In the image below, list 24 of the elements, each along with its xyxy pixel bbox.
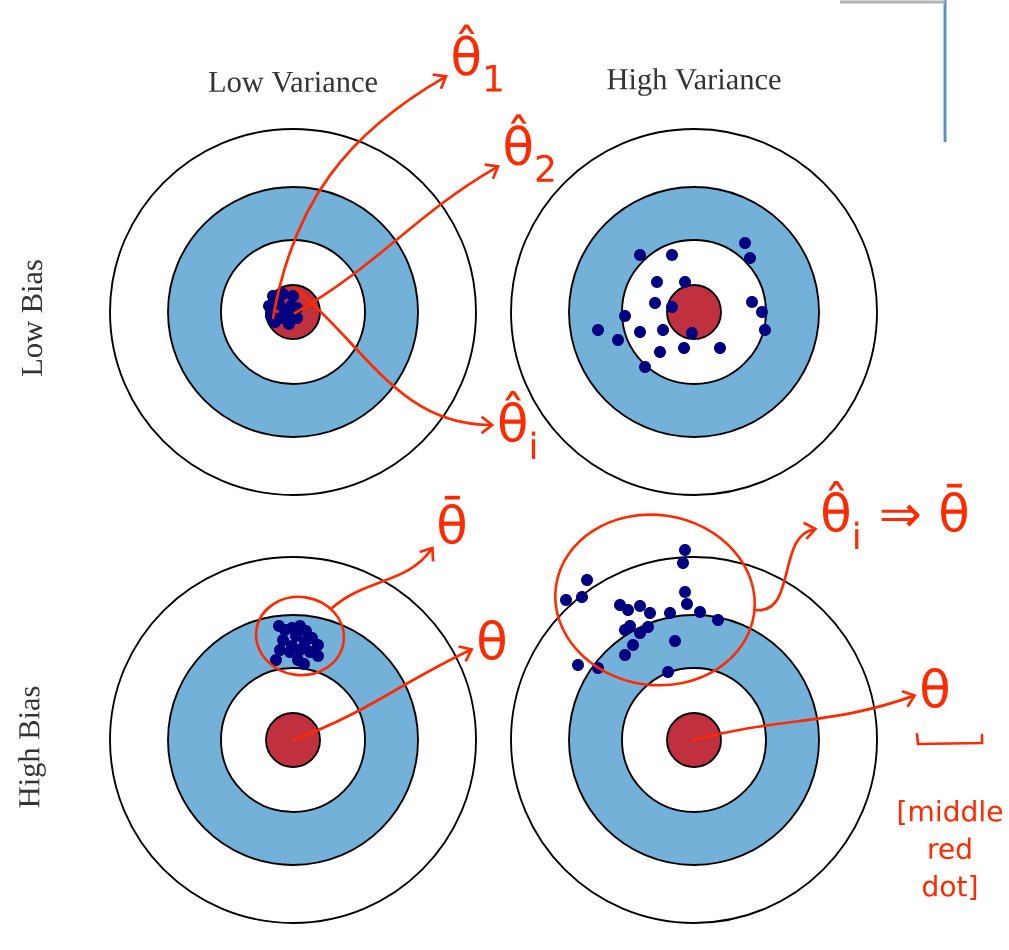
heading-text: High Variance <box>607 68 781 96</box>
arrow <box>293 163 500 315</box>
annotation-text: θ̂$_{i}$ ⇒ θ̄ <box>823 481 967 549</box>
circled-cluster <box>254 595 346 677</box>
bullseye-dot <box>666 712 722 768</box>
arrow <box>291 645 474 742</box>
heading-text: Low Bias <box>21 260 43 376</box>
arrow <box>293 286 495 435</box>
bullseye-dot <box>265 712 321 768</box>
heading-text: Low Variance <box>208 71 377 93</box>
arrow <box>754 521 818 612</box>
dot-cluster <box>263 288 303 330</box>
arrow <box>692 690 917 742</box>
annotation-text: θ̄ <box>439 495 465 545</box>
circled-cluster <box>554 513 756 687</box>
annotation-text: θ̂$_{2}$ <box>505 114 554 182</box>
heading-text: High Bias <box>18 686 46 808</box>
annotation-text: θ <box>479 619 505 661</box>
note-text: [middle red dot] <box>898 799 1002 900</box>
annotation-text: θ̂$_{i}$ <box>499 391 536 459</box>
annotation-text: θ̂$_{1}$ <box>453 24 502 92</box>
arrow <box>271 73 448 320</box>
annotation-text: θ <box>922 667 948 709</box>
arrow <box>330 546 435 610</box>
